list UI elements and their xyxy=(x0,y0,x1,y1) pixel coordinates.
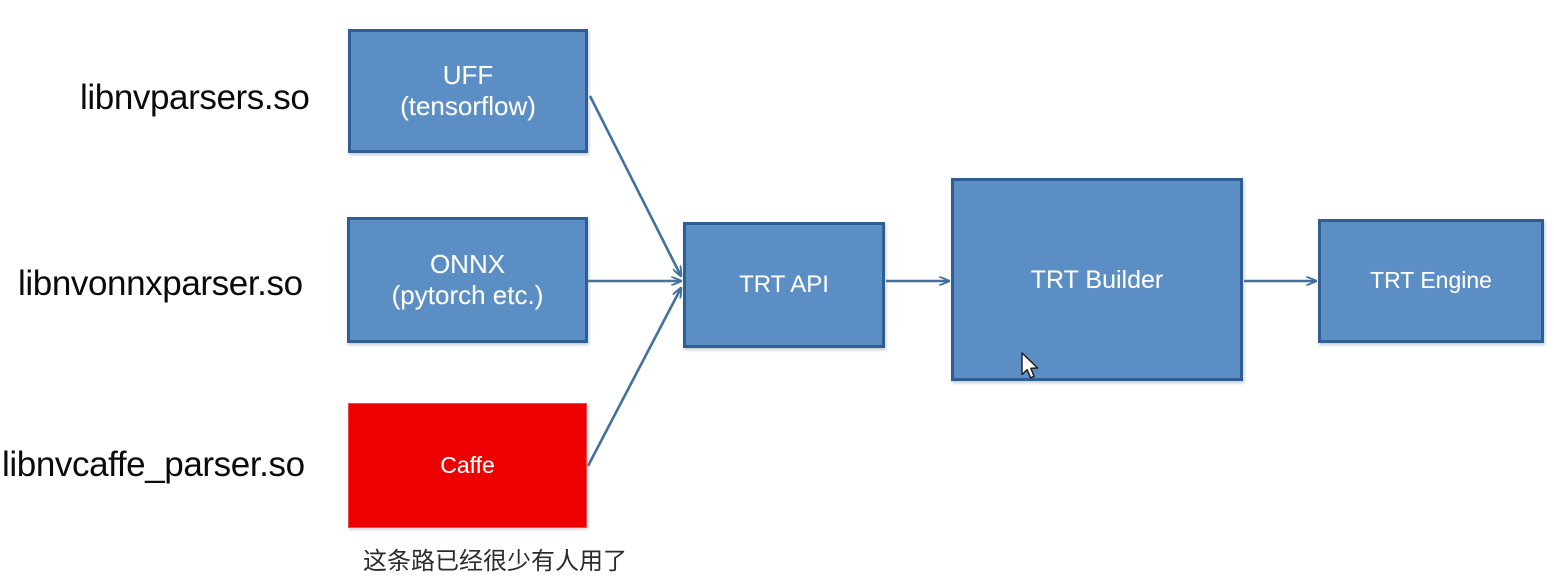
node-caffe-label: Caffe xyxy=(440,451,495,478)
node-onnx-label: ONNX (pytorch etc.) xyxy=(391,248,544,310)
node-trt-builder-label: TRT Builder xyxy=(1030,265,1164,294)
node-trt-builder[interactable]: TRT Builder xyxy=(951,178,1243,381)
node-uff[interactable]: UFF (tensorflow) xyxy=(348,29,588,153)
library-label-libnvcaffe-parser: libnvcaffe_parser.so xyxy=(2,445,305,484)
node-trt-api-label: TRT API xyxy=(739,270,829,298)
caffe-deprecation-caption: 这条路已经很少有人用了 xyxy=(363,547,627,575)
arrow-caffe-to-trt-api xyxy=(586,288,681,467)
node-onnx[interactable]: ONNX (pytorch etc.) xyxy=(347,217,588,343)
node-caffe[interactable]: Caffe xyxy=(348,403,587,528)
node-trt-engine[interactable]: TRT Engine xyxy=(1318,219,1544,343)
node-uff-label: UFF (tensorflow) xyxy=(400,59,536,121)
mouse-pointer-icon xyxy=(1021,352,1039,379)
node-trt-api[interactable]: TRT API xyxy=(683,222,885,348)
library-label-libnvparsers: libnvparsers.so xyxy=(80,78,310,117)
library-label-libnvonnxparser: libnvonnxparser.so xyxy=(18,264,303,303)
node-trt-engine-label: TRT Engine xyxy=(1370,267,1492,294)
arrow-uff-to-trt-api xyxy=(588,95,681,276)
